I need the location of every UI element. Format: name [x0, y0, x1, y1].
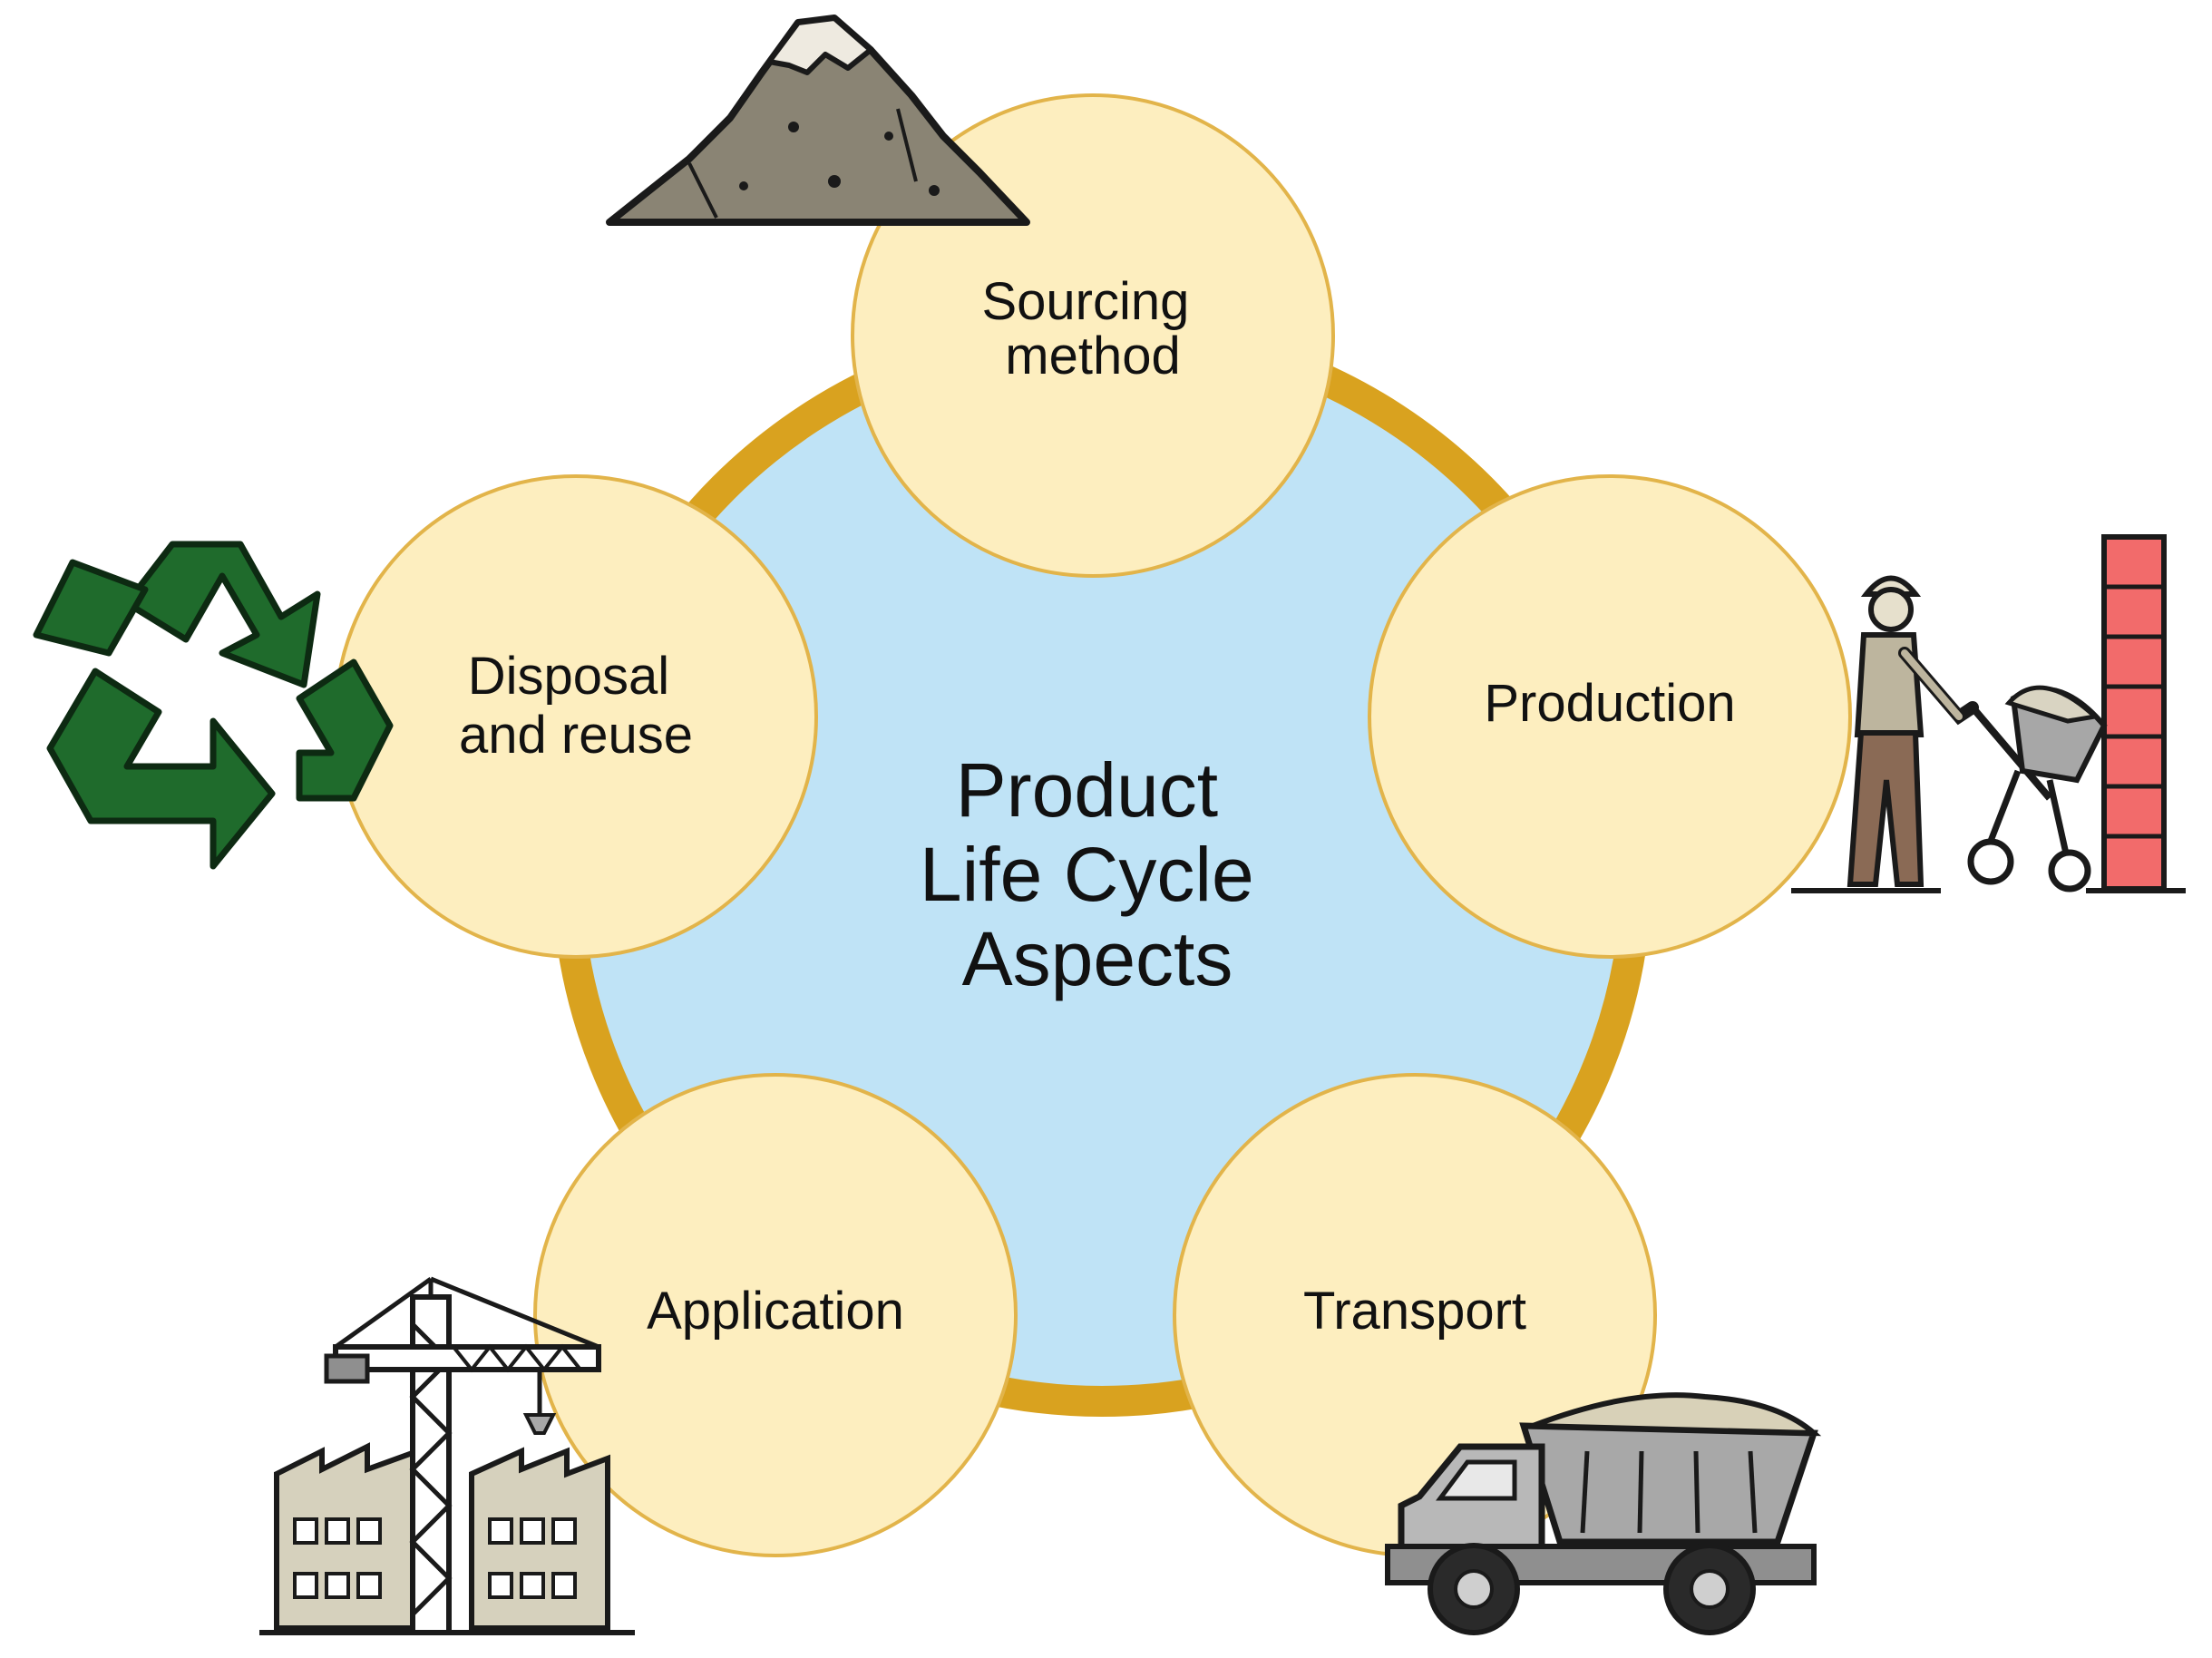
- brick-column: [2086, 534, 2186, 893]
- node-sourcing-line-1: Sourcing: [981, 272, 1189, 331]
- svg-text:Disposal and reuse: Disposal and reuse: [459, 647, 693, 765]
- mountain-icon: [606, 15, 1030, 226]
- node-application-line-1: Application: [647, 1282, 904, 1341]
- svg-text:Sourcing method: Sourcing method: [981, 272, 1203, 385]
- node-application: Application: [533, 1073, 1018, 1557]
- svg-text:Transport: Transport: [1303, 1282, 1526, 1341]
- node-disposal-line-1: Disposal: [468, 647, 669, 706]
- node-sourcing-line-2: method: [1005, 327, 1180, 385]
- dump-truck-icon: [1385, 1392, 1822, 1635]
- center-title-line-2: Life Cycle: [920, 832, 1254, 917]
- svg-text:Production: Production: [1484, 674, 1735, 733]
- node-production-line-1: Production: [1484, 674, 1735, 733]
- center-title-line-1: Product: [956, 747, 1219, 833]
- node-disposal: Disposal and reuse: [334, 474, 818, 959]
- center-title: Product Life Cycle Aspects: [920, 747, 1275, 1001]
- center-title-line-3: Aspects: [962, 916, 1233, 1001]
- svg-text:Application: Application: [647, 1282, 904, 1341]
- node-transport-line-1: Transport: [1303, 1282, 1526, 1341]
- recycle-icon: [33, 541, 394, 870]
- node-production: Production: [1368, 474, 1852, 959]
- node-disposal-line-2: and reuse: [459, 706, 693, 765]
- construction-crane-icon: [259, 1276, 635, 1635]
- worker-wheelbarrow-icon: [1791, 534, 2186, 893]
